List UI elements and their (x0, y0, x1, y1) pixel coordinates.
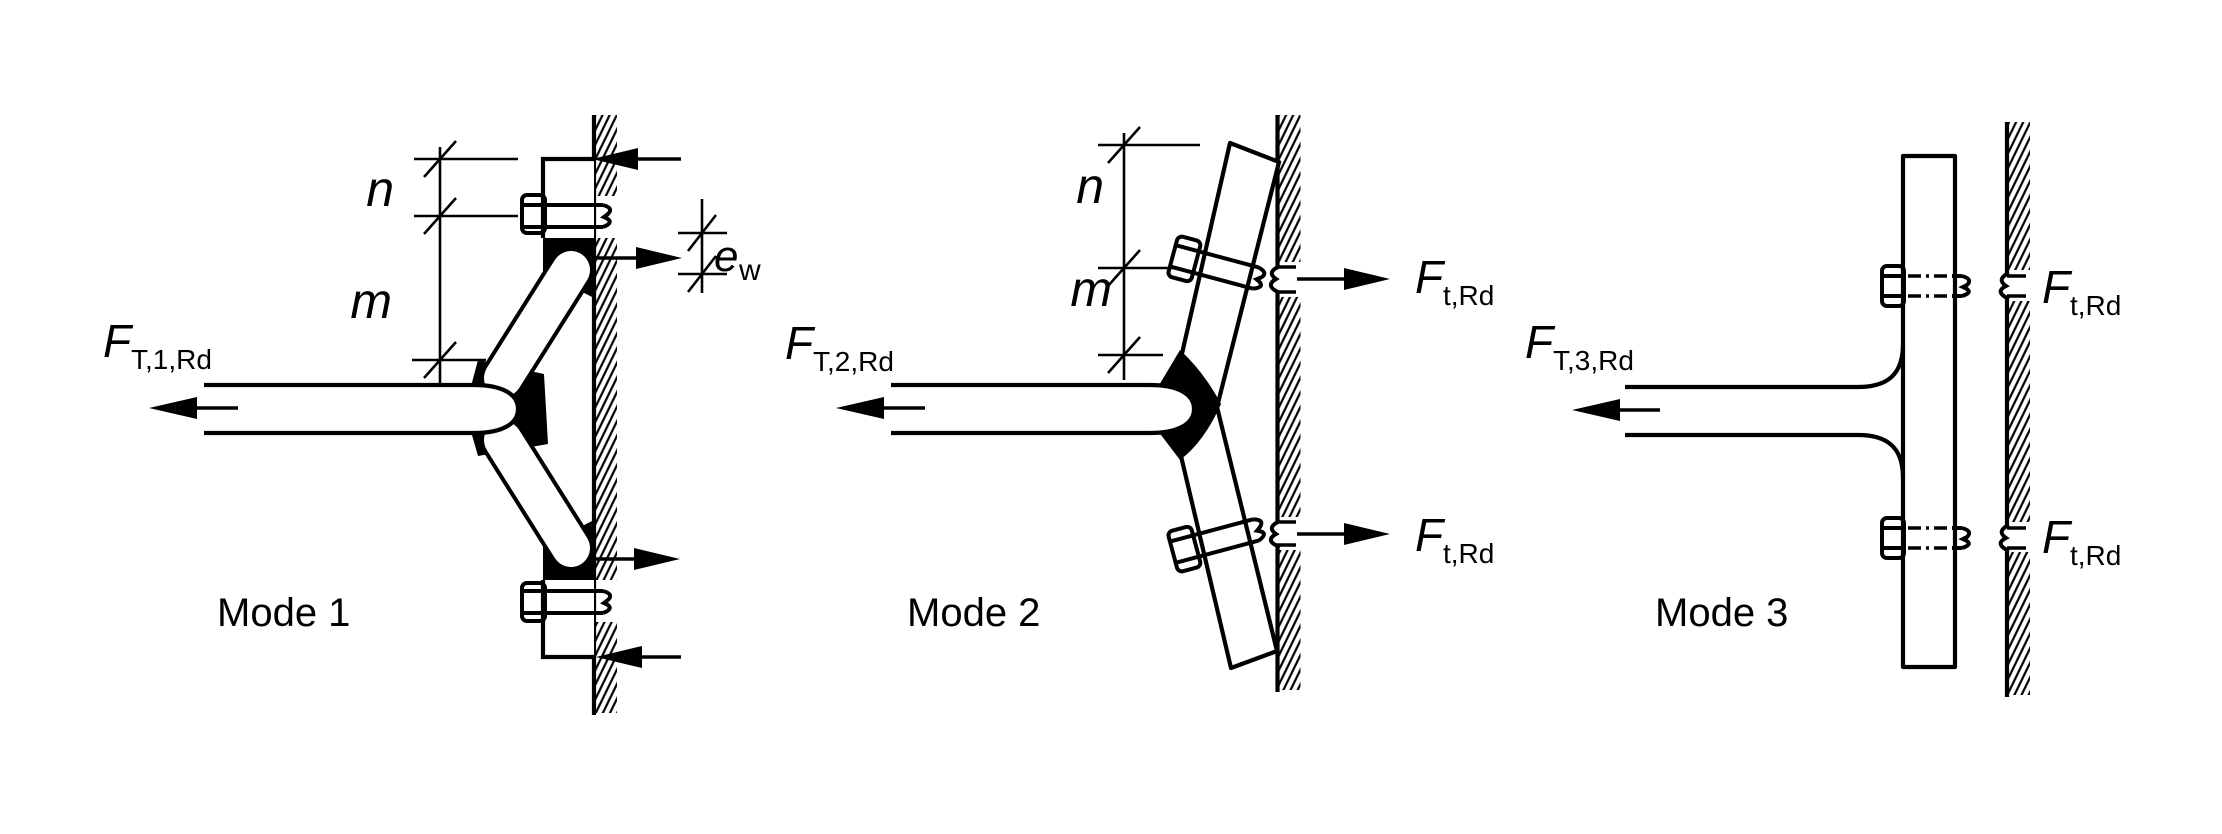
support-hatching (596, 238, 617, 580)
flange-yielded-segment-lower (480, 417, 594, 571)
bolt-lower (1880, 516, 1972, 560)
applied-force-arrow (149, 397, 238, 419)
mode-1-diagram: n m e w (103, 115, 761, 715)
mode-caption: Mode 1 (217, 591, 350, 635)
bolt-lower (1166, 517, 1266, 574)
dimension-m-label: m (1070, 261, 1112, 317)
shank-break-mark (1958, 274, 1972, 298)
bolt-upper (1880, 264, 1972, 308)
support-hatching (596, 622, 617, 713)
bolt-upper (1166, 234, 1267, 291)
bolt-shank (1175, 243, 1260, 270)
dimension-n-label: n (366, 161, 394, 217)
shank-break-mark (1252, 265, 1267, 291)
dimension-ew: e w (678, 199, 761, 293)
mode-caption: Mode 3 (1655, 591, 1788, 635)
dimension-n-m-1: n m (350, 140, 518, 392)
rigid-support-wall-3 (1998, 122, 2030, 697)
bolt-force-label-upper-main: F (2042, 261, 2073, 313)
shank-break-mark (1958, 526, 1972, 550)
bolt-tension-arrow-lower (1297, 523, 1390, 545)
dimension-n-label: n (1076, 158, 1104, 214)
bolt-shank (1169, 517, 1254, 544)
wall-break-mark (1998, 523, 2010, 553)
bolt-force-label-lower-main: F (2042, 511, 2073, 563)
web-bottom-line (1625, 432, 1906, 479)
support-hatching (1279, 115, 1301, 262)
prying-force-arrow-bottom (596, 646, 681, 668)
force-label-subscript: T,1,Rd (131, 344, 212, 375)
dimension-tick-slash (1107, 249, 1141, 287)
dimension-tick-slash (423, 341, 457, 379)
web-top-line (1625, 343, 1906, 390)
shank-break-mark (600, 203, 613, 229)
applied-force-arrow (1572, 399, 1660, 421)
bolt-head (1880, 516, 1906, 560)
support-hatching (2009, 552, 2030, 695)
bolt-force-label-upper-subscript: t,Rd (1443, 280, 1494, 311)
t-stub-web (1625, 343, 1906, 479)
bolt-force-label-lower-subscript: t,Rd (2070, 540, 2121, 571)
bolt-tension-arrow-upper (1297, 268, 1390, 290)
mode-2-diagram: n m (785, 115, 1494, 692)
bolt-shank (1175, 538, 1260, 565)
dimension-tick-slash (686, 255, 718, 293)
wall-break-mark (1268, 264, 1281, 295)
t-stub-flange (1900, 153, 1958, 670)
applied-force-arrow (836, 397, 925, 419)
support-hatching (2009, 122, 2030, 270)
dimension-m-label: m (350, 273, 392, 329)
bolt-force-label-upper-main: F (1415, 251, 1446, 303)
rigid-support-wall-2 (1268, 115, 1301, 692)
wall-break-mark (1268, 519, 1281, 549)
wall-break-mark (1998, 271, 2010, 301)
support-hatching (596, 115, 617, 196)
dimension-ew-subscript: w (738, 254, 761, 287)
force-label-main: F (785, 317, 816, 369)
force-label-main: F (103, 315, 134, 367)
shank-break-mark (600, 589, 613, 615)
prying-force-arrow-top (592, 148, 681, 170)
dimension-tick-slash (1107, 126, 1141, 164)
force-label-subscript: T,2,Rd (813, 346, 894, 377)
force-label-subscript: T,3,Rd (1553, 345, 1634, 376)
mode-3-diagram: F T,3,Rd F t,Rd F t,Rd Mode 3 (1525, 122, 2121, 697)
bolt-head (1880, 264, 1906, 308)
dimension-tick-slash (423, 140, 457, 178)
bolt-tension-arrow-upper (596, 247, 682, 269)
dimension-tick-slash (1107, 336, 1141, 374)
bolt-lower (520, 581, 613, 623)
dimension-ew-label: e (714, 232, 738, 281)
t-stub-web (891, 382, 1197, 436)
dimension-tick-slash (686, 214, 718, 252)
flange-yielded-segment-upper (480, 247, 594, 401)
bolt-tension-arrow-lower (596, 548, 680, 570)
bolt-force-label-lower-subscript: t,Rd (1443, 538, 1494, 569)
bolt-head (520, 193, 547, 235)
support-hatching (1279, 297, 1301, 517)
shank-break-mark (1252, 517, 1266, 543)
bolt-force-label-upper-subscript: t,Rd (2070, 290, 2121, 321)
bolt-head (520, 581, 547, 623)
bolt-shank (1169, 264, 1254, 291)
t-stub-web (204, 382, 521, 436)
support-hatching (2009, 301, 2030, 522)
bolt-head (1166, 234, 1203, 284)
dimension-tick-slash (423, 197, 457, 235)
mode-caption: Mode 2 (907, 591, 1040, 635)
bolt-upper (520, 193, 613, 235)
force-label-main: F (1525, 316, 1556, 368)
support-hatching (1279, 550, 1301, 690)
bolt-force-label-lower-main: F (1415, 509, 1446, 561)
bolt-head (1166, 524, 1203, 574)
dimension-n-m-2: n m (1070, 126, 1200, 380)
